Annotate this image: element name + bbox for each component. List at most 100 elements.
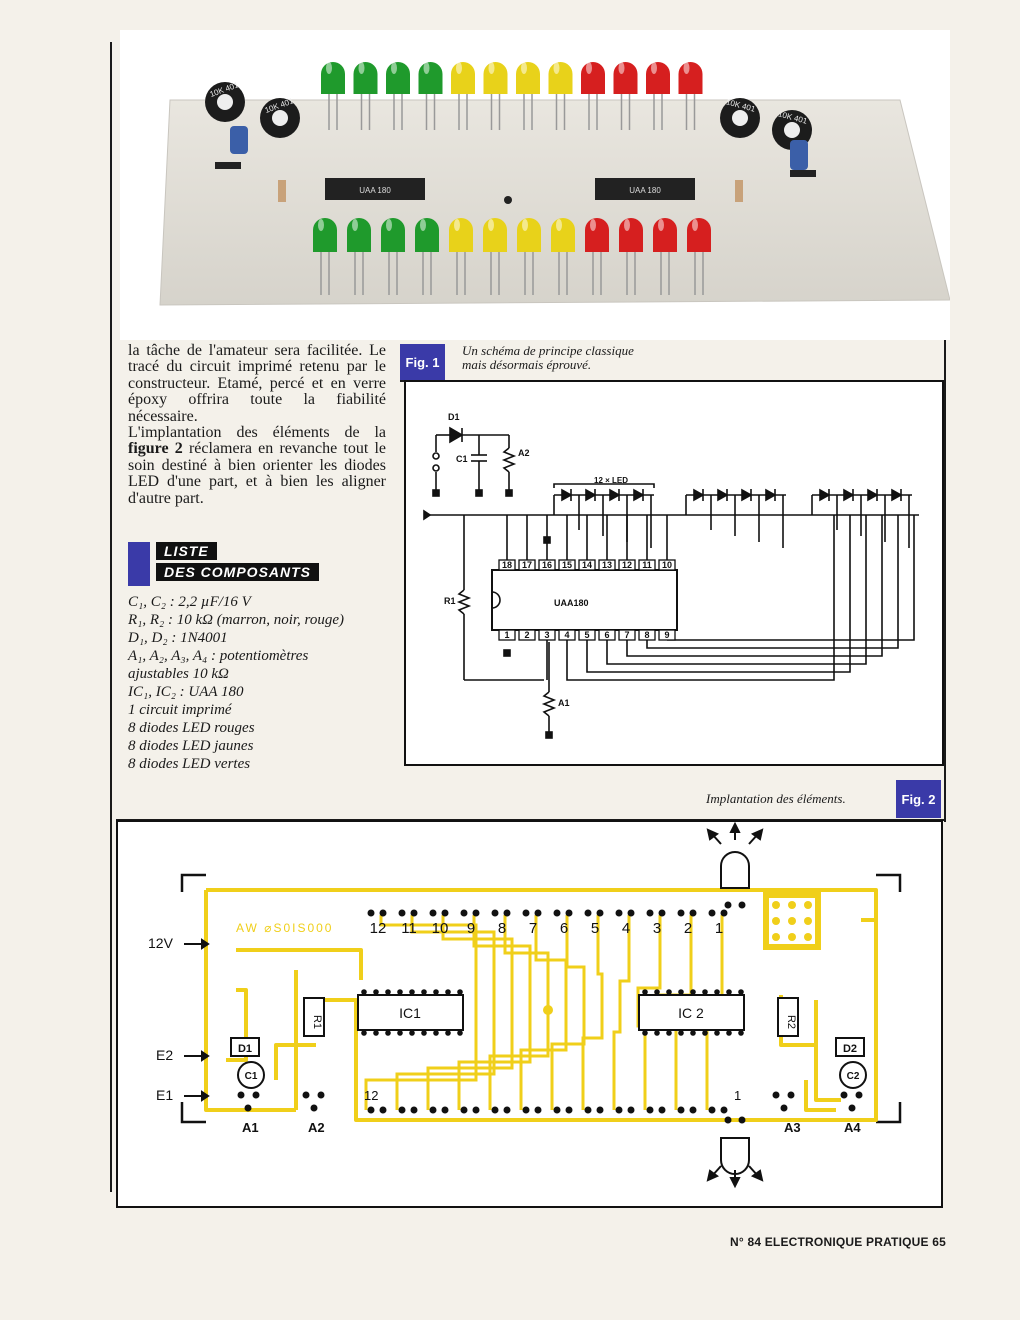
photo-led: [449, 218, 473, 252]
pcb-led-number: 4: [622, 920, 630, 937]
pcb-led-number: 2: [684, 920, 692, 937]
photo-ic1-label: UAA 180: [359, 186, 391, 195]
component-item: IC₁, IC₂ : UAA 180: [128, 684, 244, 700]
photo-led: [418, 62, 443, 94]
page-footer: N° 84 ELECTRONIQUE PRATIQUE 65: [730, 1235, 946, 1249]
fig1-label-r1: R1: [444, 596, 456, 606]
fig1-pin-top: 16: [542, 560, 552, 570]
photo-led: [548, 62, 573, 94]
photo-resistor-left: [278, 180, 286, 202]
component-item: C₁, C₂ : 2,2 µF/16 V: [128, 594, 251, 610]
photo-led: [653, 218, 677, 252]
photo-led: [516, 62, 540, 94]
photo-mount-hole: [504, 196, 512, 204]
fig2-label-pin1: 1: [734, 1088, 741, 1103]
fig2-label-a3: A3: [784, 1120, 801, 1135]
fig1-pin-top: 13: [602, 560, 612, 570]
fig1-pin-top: 18: [502, 560, 512, 570]
fig2-label-d1: D1: [238, 1043, 252, 1055]
fig1-pin-top: 12: [622, 560, 632, 570]
photo-led: [483, 218, 507, 252]
photo-led: [313, 218, 337, 252]
fig2-label-c2: C2: [847, 1071, 860, 1082]
fig1-pin-top: 10: [662, 560, 672, 570]
photo-led: [619, 218, 643, 252]
fig1-pin-top: 15: [562, 560, 572, 570]
photo-led-row-bottom: [313, 218, 711, 295]
fig1-label-a2: A2: [518, 448, 530, 458]
fig2-label-ic2: IC 2: [678, 1005, 704, 1021]
pcb-led-number: 8: [498, 920, 506, 937]
fig1-pin-bottom: 6: [604, 630, 609, 640]
fig1-pin-bottom: 1: [504, 630, 509, 640]
fig2-label-a2: A2: [308, 1120, 325, 1135]
fig1-label-led-count: 12 × LED: [594, 476, 628, 485]
figure-2-reference: figure 2: [128, 440, 183, 458]
fig1-pin-bottom: 5: [584, 630, 589, 640]
fig2-tag: Fig. 2: [896, 780, 941, 818]
liste-title-line2: DES COMPOSANTS: [156, 563, 320, 581]
fig2-label-12v: 12V: [148, 935, 174, 951]
fig1-label-a1: A1: [558, 698, 570, 708]
components-list-title: LISTE DES COMPOSANTS: [156, 542, 320, 584]
article-body-text: la tâche de l'amateur sera facilitée. Le…: [128, 342, 386, 507]
fig2-component-layout: 12V E2 E1 A1 A2 A3 A4 R1 R2 IC1 IC 2 D1 …: [116, 820, 943, 1208]
fig2-label-e1: E1: [156, 1087, 173, 1103]
photo-led: [646, 62, 670, 94]
fig1-pin-bottom: 2: [524, 630, 529, 640]
fig2-label-c1: C1: [245, 1071, 258, 1082]
pcb-led-number: 11: [401, 920, 417, 937]
fig1-pin-bottom: 9: [664, 630, 669, 640]
component-item: 8 diodes LED jaunes: [128, 738, 254, 754]
paragraph-1: la tâche de l'amateur sera facilitée. Le…: [128, 342, 386, 425]
photo-led: [581, 62, 605, 94]
fig1-pin-bottom: 3: [544, 630, 549, 640]
photo-led-row-top: [321, 62, 703, 130]
fig1-schematic: D1 C1 A2 12 × LED R1 UAA180 A1 181172163…: [404, 380, 944, 766]
photo-led: [353, 62, 378, 94]
pcb-led-number: 10: [432, 920, 449, 937]
photo-led: [517, 218, 541, 252]
photo-led: [451, 62, 475, 94]
component-item: 1 circuit imprimé: [128, 702, 232, 718]
pcb-led-number: 12: [370, 920, 387, 937]
liste-marker: [128, 542, 150, 586]
photo-led: [321, 62, 345, 94]
fig1-label-c1: C1: [456, 454, 468, 464]
photo-ic2: [595, 178, 695, 200]
photo-led: [381, 218, 405, 252]
component-item: A₁, A₂, A₃, A₄ : potentiomètres: [128, 648, 309, 664]
photo-resistor-right: [735, 180, 743, 202]
photo-trimmer-left: 10K 401 10K 401: [205, 80, 300, 169]
pcb-led-number: 3: [653, 920, 661, 937]
photo-led: [386, 62, 410, 94]
component-item: D₁, D₂ : 1N4001: [128, 630, 228, 646]
photo-led: [678, 62, 703, 94]
fig1-caption: Un schéma de principe classique mais dés…: [462, 343, 634, 372]
fig1-tag: Fig. 1: [400, 344, 445, 380]
paragraph-2: L'implantation des éléments de la figure…: [128, 424, 386, 507]
fig2-label-r1: R1: [311, 1015, 323, 1029]
photo-led: [585, 218, 609, 252]
pcb-c1: [237, 1061, 265, 1089]
photo-led: [483, 62, 508, 94]
fig1-pin-top: 14: [582, 560, 592, 570]
component-item: 8 diodes LED vertes: [128, 756, 251, 772]
fig1-pin-bottom: 4: [564, 630, 569, 640]
fig2-board-ref: AW ⌀S0IS000: [236, 921, 333, 935]
liste-title-line1: LISTE: [156, 542, 217, 560]
pcb-d2: [835, 1037, 865, 1057]
fig2-label-e2: E2: [156, 1047, 173, 1063]
pcb-led-number: 5: [591, 920, 599, 937]
fig1-pin-top: 17: [522, 560, 532, 570]
fig1-pin-bottom: 7: [624, 630, 629, 640]
photo-led: [415, 218, 439, 252]
pcb-led-bottom: [720, 1137, 750, 1175]
photo-led-vu-meter-board: UAA 180 UAA 180 10K 401 10K 401 10K 401 …: [120, 30, 950, 340]
component-item: ajustables 10 kΩ: [128, 666, 229, 682]
component-item: 8 diodes LED rouges: [128, 720, 255, 736]
photo-led: [551, 218, 575, 252]
photo-ic2-label: UAA 180: [629, 186, 661, 195]
pcb-led-number: 9: [467, 920, 475, 937]
